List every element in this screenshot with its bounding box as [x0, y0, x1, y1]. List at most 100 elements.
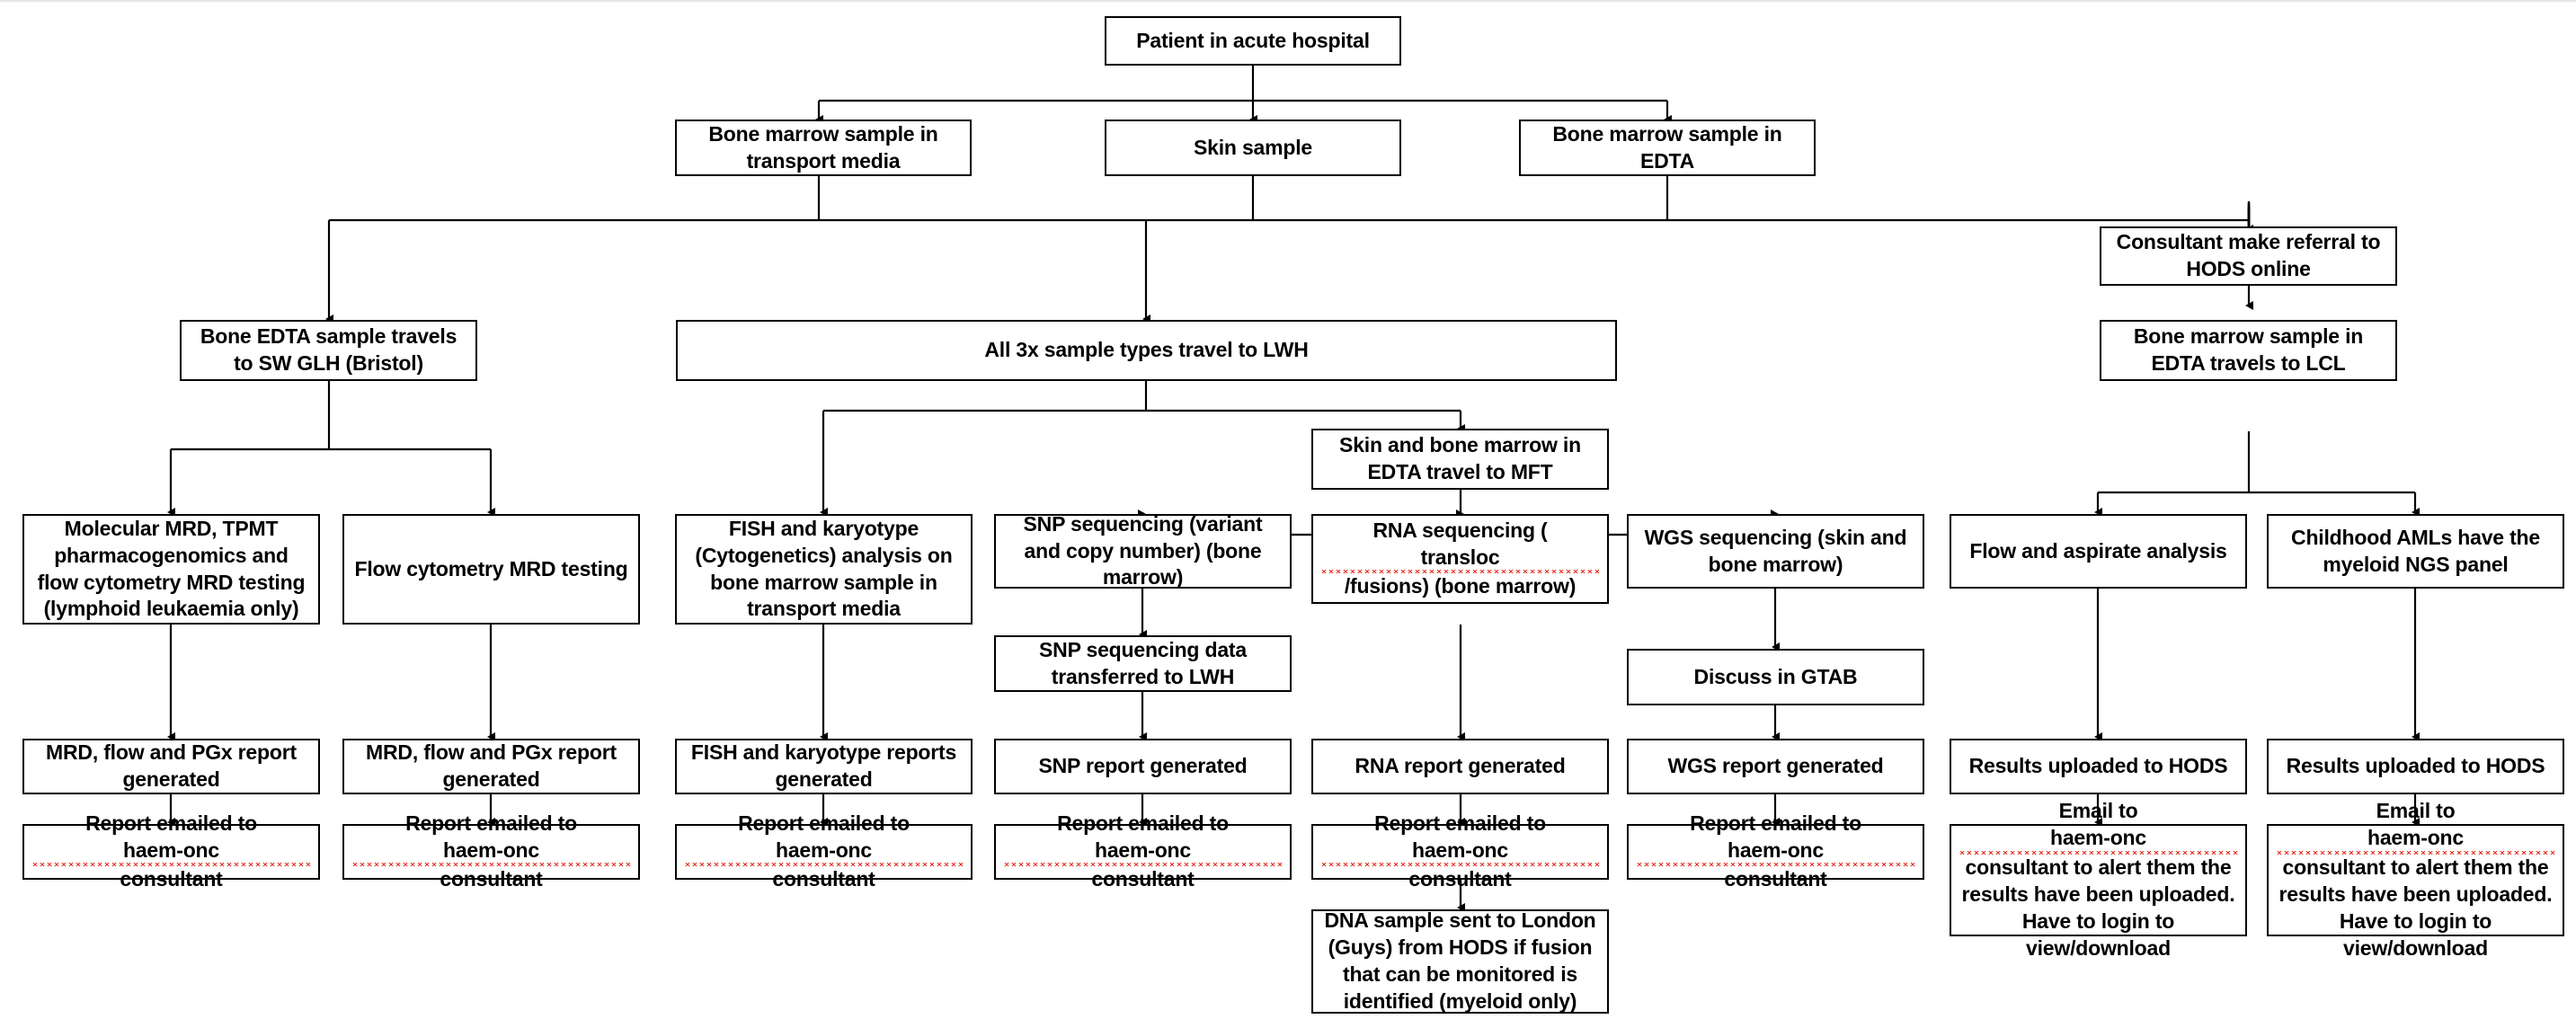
report-email-post: consultant [1724, 867, 1827, 891]
node-bone-marrow-sample-edta[interactable]: Bone marrow sample in EDTA [1519, 120, 1816, 176]
node-label: Email to haem-onc consultant to alert th… [2276, 798, 2555, 962]
node-label: Skin and bone marrow in EDTA travel to M… [1339, 433, 1581, 483]
node-dna-sample-sent-london-guys[interactable]: DNA sample sent to London (Guys) from HO… [1311, 908, 1609, 1014]
node-label: MRD, flow and PGx report generated [46, 740, 297, 791]
node-label: Flow cytometry MRD testing [354, 556, 628, 580]
spellcheck-underline-haem-onc: haem-onc [351, 837, 631, 867]
node-childhood-amls-myeloid-ngs[interactable]: Childhood AMLs have the myeloid NGS pane… [2267, 514, 2564, 589]
node-label: Bone marrow sample in EDTA [1552, 121, 1782, 173]
node-wgs-report-generated[interactable]: WGS report generated [1627, 739, 1924, 794]
node-email-alert-hods-1[interactable]: Email to haem-onc consultant to alert th… [1950, 799, 2247, 960]
spellcheck-underline-haem-onc: haem-onc [684, 837, 964, 867]
node-label: Report emailed to haem-onc consultant [684, 811, 964, 894]
node-label: SNP sequencing (variant and copy number)… [1023, 511, 1263, 589]
rna-text-part2: /fusions) (bone marrow) [1344, 574, 1577, 598]
report-email-post: consultant [120, 867, 223, 891]
spellcheck-underline-haem-onc: haem-onc [1959, 825, 2238, 855]
report-email-post: consultant [772, 867, 875, 891]
node-patient-in-acute-hospital[interactable]: Patient in acute hospital [1105, 16, 1401, 66]
report-email-pre: Report emailed to [1057, 811, 1229, 835]
node-label: Report emailed to haem-onc consultant [1636, 811, 1915, 894]
node-label: Flow and aspirate analysis [1969, 538, 2227, 563]
node-label: Bone marrow sample in EDTA travels to LC… [2133, 324, 2364, 375]
node-label: WGS report generated [1667, 754, 1884, 778]
node-label: Patient in acute hospital [1136, 28, 1370, 52]
node-label: RNA report generated [1355, 754, 1566, 778]
node-label: Skin sample [1193, 135, 1313, 159]
node-label: FISH and karyotype reports generated [690, 740, 957, 791]
spellcheck-underline-haem-onc: haem-onc [1320, 837, 1600, 867]
node-rna-sequencing[interactable]: RNA sequencing (transloc/fusions) (bone … [1311, 514, 1609, 604]
node-label: Molecular MRD, TPMT pharmacogenomics and… [37, 516, 306, 621]
node-label: Bone marrow sample in transport media [708, 121, 938, 173]
node-report-emailed-haem-onc-2[interactable]: Report emailed to haem-onc consultant [342, 811, 640, 891]
node-label: Email to haem-onc consultant to alert th… [1959, 798, 2238, 962]
node-label: Report emailed to haem-onc consultant [1320, 811, 1600, 894]
spellcheck-underline-transloc: transloc [1320, 544, 1600, 574]
node-label: MRD, flow and PGx report generated [366, 740, 617, 791]
node-label: Report emailed to haem-onc consultant [1003, 811, 1283, 894]
node-flow-cytometry-mrd-testing[interactable]: Flow cytometry MRD testing [342, 514, 640, 625]
node-skin-bone-marrow-edta-mft[interactable]: Skin and bone marrow in EDTA travel to M… [1311, 429, 1609, 490]
node-report-emailed-haem-onc-3[interactable]: Report emailed to haem-onc consultant [675, 811, 973, 891]
node-results-uploaded-hods-1[interactable]: Results uploaded to HODS [1950, 739, 2247, 794]
node-label: SNP report generated [1038, 754, 1248, 778]
node-email-alert-hods-2[interactable]: Email to haem-onc consultant to alert th… [2267, 799, 2564, 960]
email-alert-pre: Email to [2058, 799, 2138, 823]
node-fish-karyotype-cytogenetics[interactable]: FISH and karyotype (Cytogenetics) analys… [675, 514, 973, 625]
spellcheck-underline-haem-onc: haem-onc [1003, 837, 1283, 867]
node-report-emailed-haem-onc-1[interactable]: Report emailed to haem-onc consultant [22, 811, 320, 891]
node-label: Report emailed to haem-onc consultant [31, 811, 311, 894]
report-email-pre: Report emailed to [405, 811, 577, 835]
report-email-pre: Report emailed to [1690, 811, 1861, 835]
node-discuss-in-gtab[interactable]: Discuss in GTAB [1627, 649, 1924, 705]
node-label: Childhood AMLs have the myeloid NGS pane… [2291, 525, 2540, 576]
node-results-uploaded-hods-2[interactable]: Results uploaded to HODS [2267, 739, 2564, 794]
report-email-post: consultant [1408, 867, 1512, 891]
node-label: Consultant make referral to HODS online [2116, 230, 2381, 280]
spellcheck-underline-haem-onc: haem-onc [1636, 837, 1915, 867]
report-email-pre: Report emailed to [1374, 811, 1546, 835]
email-alert-pre: Email to [2376, 799, 2456, 823]
email-alert-post: consultant to alert them the results hav… [2278, 855, 2553, 960]
node-label: Results uploaded to HODS [1968, 754, 2228, 778]
email-alert-post: consultant to alert them the results hav… [1961, 855, 2235, 960]
node-consultant-make-referral-hods[interactable]: Consultant make referral to HODS online [2100, 226, 2397, 286]
report-email-post: consultant [440, 867, 543, 891]
node-label: All 3x sample types travel to LWH [984, 338, 1309, 362]
node-bone-edta-travels-sw-glh[interactable]: Bone EDTA sample travels to SW GLH (Bris… [180, 320, 477, 381]
node-report-emailed-haem-onc-6[interactable]: Report emailed to haem-onc consultant [1627, 811, 1924, 891]
node-snp-sequencing[interactable]: SNP sequencing (variant and copy number)… [994, 511, 1292, 589]
node-wgs-sequencing[interactable]: WGS sequencing (skin and bone marrow) [1627, 514, 1924, 589]
node-label: RNA sequencing (transloc/fusions) (bone … [1320, 518, 1600, 601]
node-label: FISH and karyotype (Cytogenetics) analys… [695, 516, 953, 621]
rna-text-part1: RNA sequencing ( [1372, 518, 1548, 542]
node-all-3x-sample-types-lwh[interactable]: All 3x sample types travel to LWH [676, 320, 1617, 381]
node-bone-marrow-transport-media[interactable]: Bone marrow sample in transport media [675, 120, 972, 176]
node-report-emailed-haem-onc-4[interactable]: Report emailed to haem-onc consultant [994, 811, 1292, 891]
node-skin-sample[interactable]: Skin sample [1105, 120, 1401, 176]
node-molecular-mrd-tpmt[interactable]: Molecular MRD, TPMT pharmacogenomics and… [22, 514, 320, 625]
node-label: Results uploaded to HODS [2286, 754, 2545, 778]
node-bone-marrow-edta-travels-lcl[interactable]: Bone marrow sample in EDTA travels to LC… [2100, 320, 2397, 381]
report-email-post: consultant [1091, 867, 1195, 891]
node-label: Discuss in GTAB [1693, 664, 1858, 688]
spellcheck-underline-haem-onc: haem-onc [31, 837, 311, 867]
node-label: WGS sequencing (skin and bone marrow) [1644, 525, 1907, 576]
node-mrd-flow-pgx-report-1[interactable]: MRD, flow and PGx report generated [22, 739, 320, 794]
report-email-pre: Report emailed to [738, 811, 910, 835]
page-top-rule [0, 0, 2576, 2]
node-label: Bone EDTA sample travels to SW GLH (Bris… [200, 324, 457, 375]
node-fish-karyotype-reports-generated[interactable]: FISH and karyotype reports generated [675, 739, 973, 794]
node-mrd-flow-pgx-report-2[interactable]: MRD, flow and PGx report generated [342, 739, 640, 794]
node-report-emailed-haem-onc-5[interactable]: Report emailed to haem-onc consultant [1311, 811, 1609, 891]
report-email-pre: Report emailed to [85, 811, 257, 835]
node-flow-aspirate-analysis[interactable]: Flow and aspirate analysis [1950, 514, 2247, 589]
node-rna-report-generated[interactable]: RNA report generated [1311, 739, 1609, 794]
node-snp-report-generated[interactable]: SNP report generated [994, 739, 1292, 794]
node-snp-data-transferred-lwh[interactable]: SNP sequencing data transferred to LWH [994, 635, 1292, 692]
node-label: SNP sequencing data transferred to LWH [1039, 637, 1247, 688]
node-label: DNA sample sent to London (Guys) from HO… [1324, 908, 1596, 1013]
node-label: Report emailed to haem-onc consultant [351, 811, 631, 894]
